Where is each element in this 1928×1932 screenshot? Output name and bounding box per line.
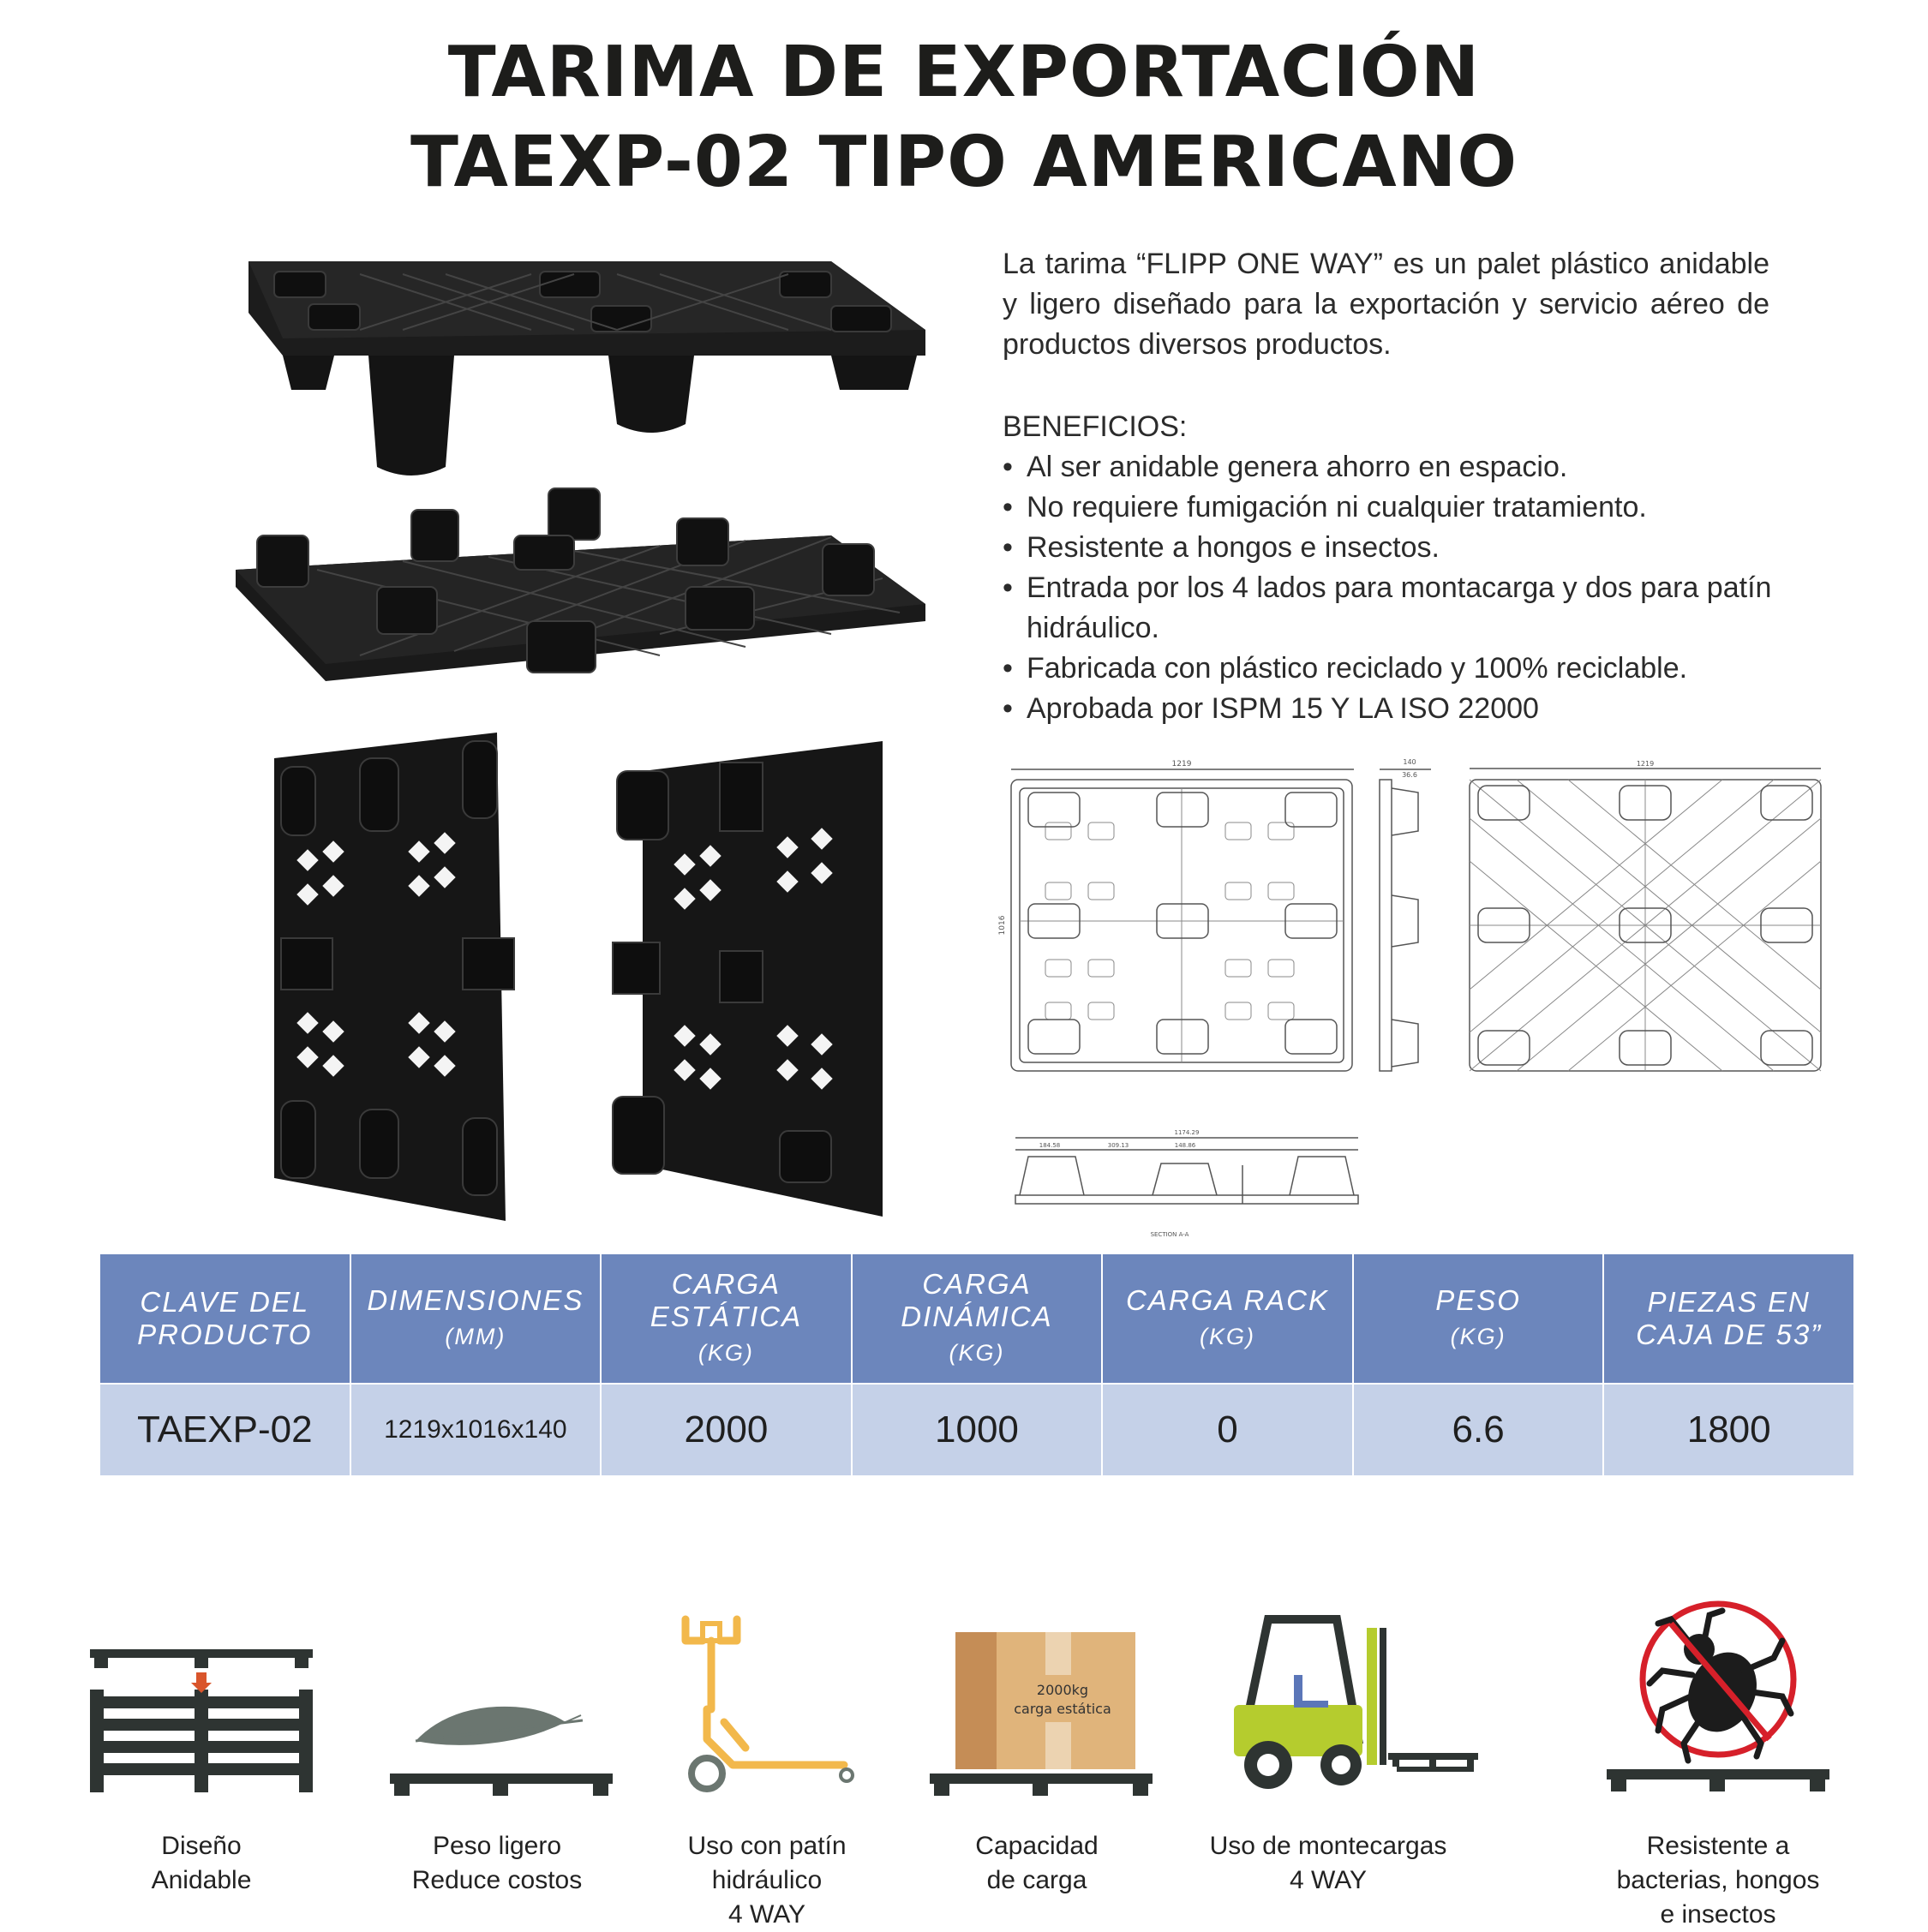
technical-drawing-section: 1174.29 184.58 309.13 148.86 SECTION A-A bbox=[1015, 1129, 1359, 1238]
cell-peso: 6.6 bbox=[1351, 1383, 1605, 1477]
forklift-icon bbox=[1234, 1615, 1478, 1789]
benefit-item: Resistente a hongos e insectos. bbox=[1003, 528, 1791, 568]
header-unit: (MM) bbox=[445, 1324, 506, 1349]
feature-caption-line-1: Diseño bbox=[161, 1832, 242, 1860]
table-header-row: CLAVE DEL PRODUCTO DIMENSIONES (MM) CARGA… bbox=[99, 1253, 1855, 1385]
feature-caption-line-3: e insectos bbox=[1660, 1900, 1776, 1929]
technical-drawing-top: 1219 1016 bbox=[998, 760, 1354, 1072]
dimension-side-label: 36.6 bbox=[1402, 771, 1417, 779]
header-peso: PESO (KG) bbox=[1351, 1253, 1605, 1385]
table-row: TAEXP-02 1219x1016x140 2000 1000 0 6.6 1… bbox=[99, 1383, 1855, 1477]
header-unit: (KG) bbox=[1450, 1324, 1506, 1349]
dimension-width-label-bottom: 1219 bbox=[1637, 760, 1654, 768]
benefit-item: Fabricada con plástico reciclado y 100% … bbox=[1003, 649, 1791, 689]
benefit-item: No requiere fumigación ni cualquier trat… bbox=[1003, 487, 1791, 528]
pallet-jack-icon bbox=[681, 1615, 854, 1792]
header-carga-dinamica: CARGA DINÁMICA (KG) bbox=[850, 1253, 1104, 1385]
header-carga-estatica: CARGA ESTÁTICA (KG) bbox=[600, 1253, 853, 1385]
feature-forklift: Uso de montecargas 4 WAY bbox=[1200, 1594, 1478, 1894]
page-title-line-2: TAEXP-02 TIPO AMERICANO bbox=[410, 122, 1518, 203]
cell-carga-rack: 0 bbox=[1101, 1383, 1354, 1477]
nested-pallets-icon bbox=[90, 1649, 313, 1792]
section-caption: SECTION A-A bbox=[1151, 1231, 1189, 1238]
dimension-width-label: 1219 bbox=[1172, 760, 1192, 769]
box-label-line-1: 2000kg bbox=[1037, 1682, 1088, 1698]
cell-piezas: 1800 bbox=[1602, 1383, 1855, 1477]
feature-caption-line-2: de carga bbox=[986, 1866, 1087, 1894]
header-label: PESO bbox=[1435, 1284, 1521, 1316]
feature-caption-line-1: Uso con patín bbox=[687, 1832, 847, 1860]
header-unit: (KG) bbox=[949, 1340, 1005, 1366]
header-unit: (KG) bbox=[1200, 1324, 1256, 1349]
specs-table: CLAVE DEL PRODUCTO DIMENSIONES (MM) CARGA… bbox=[99, 1253, 1855, 1477]
benefit-item: Al ser anidable genera ahorro en espacio… bbox=[1003, 447, 1791, 487]
cell-carga-dinamica: 1000 bbox=[850, 1383, 1104, 1477]
pallet-photo-side-left bbox=[274, 733, 515, 1221]
feature-caption-line-2: Anidable bbox=[151, 1866, 252, 1894]
technical-drawing-side: 140 36.6 bbox=[1379, 758, 1431, 1072]
header-clave: CLAVE DEL PRODUCTO bbox=[99, 1253, 351, 1385]
dimension-height-label: 140 bbox=[1403, 758, 1416, 766]
feature-caption-line-2: Reduce costos bbox=[411, 1866, 583, 1894]
header-unit: (KG) bbox=[698, 1340, 754, 1366]
cell-clave: TAEXP-02 bbox=[99, 1383, 351, 1477]
benefit-item: Entrada por los 4 lados para montacarga … bbox=[1003, 568, 1791, 649]
technical-drawing-bottom: 1219 bbox=[1469, 760, 1822, 1072]
header-label: CARGA DINÁMICA bbox=[901, 1268, 1053, 1332]
no-insects-icon bbox=[1607, 1600, 1829, 1791]
feature-load-capacity: 2000kg carga estática Capacidad de carga bbox=[908, 1594, 1165, 1894]
cell-dimensiones: 1219x1016x140 bbox=[349, 1383, 602, 1477]
header-dimensiones: DIMENSIONES (MM) bbox=[349, 1253, 602, 1385]
feather-icon bbox=[390, 1706, 613, 1796]
pallet-photo-side-right bbox=[612, 741, 883, 1217]
feature-caption-line-3: 4 WAY bbox=[727, 1900, 805, 1929]
section-a-label: 184.58 bbox=[1039, 1142, 1061, 1149]
header-label: DIMENSIONES bbox=[367, 1284, 584, 1316]
feature-caption-line-2: 4 WAY bbox=[1289, 1866, 1367, 1894]
cell-carga-estatica: 2000 bbox=[600, 1383, 853, 1477]
feature-caption-line-1: Capacidad bbox=[975, 1832, 1099, 1860]
benefits-list: Al ser anidable genera ahorro en espacio… bbox=[1003, 447, 1791, 729]
header-label: CARGA RACK bbox=[1126, 1284, 1330, 1316]
box-load-icon: 2000kg carga estática bbox=[930, 1632, 1153, 1796]
benefits-title: BENEFICIOS: bbox=[1003, 410, 1188, 443]
feature-caption-line-2: hidráulico bbox=[711, 1866, 823, 1894]
box-label-line-2: carga estática bbox=[1014, 1701, 1111, 1717]
feature-nestable: Diseño Anidable bbox=[73, 1594, 330, 1894]
feature-insect-resistant: Resistente a bacterias, hongos e insecto… bbox=[1590, 1594, 1847, 1929]
header-label: CARGA ESTÁTICA bbox=[650, 1268, 803, 1332]
header-carga-rack: CARGA RACK (KG) bbox=[1101, 1253, 1354, 1385]
feature-caption-line-1: Uso de montecargas bbox=[1209, 1832, 1447, 1860]
benefit-item: Aprobada por ISPM 15 Y LA ISO 22000 bbox=[1003, 689, 1791, 729]
feature-light-weight: Peso ligero Reduce costos bbox=[368, 1594, 626, 1894]
header-label: CLAVE DEL PRODUCTO bbox=[137, 1286, 313, 1350]
feature-pallet-jack: Uso con patín hidráulico 4 WAY bbox=[638, 1594, 895, 1929]
header-piezas: PIEZAS EN CAJA DE 53” bbox=[1602, 1253, 1855, 1385]
feature-caption-line-1: Resistente a bbox=[1646, 1832, 1790, 1860]
dimension-depth-label: 1016 bbox=[998, 915, 1007, 935]
pallet-photo-top bbox=[248, 261, 925, 476]
section-total-label: 1174.29 bbox=[1175, 1129, 1200, 1136]
section-c-label: 148.86 bbox=[1175, 1142, 1196, 1149]
feature-caption-line-2: bacterias, hongos bbox=[1616, 1866, 1820, 1894]
section-b-label: 309.13 bbox=[1108, 1142, 1129, 1149]
pallet-photo-bottom bbox=[236, 487, 925, 681]
feature-caption-line-1: Peso ligero bbox=[432, 1832, 562, 1860]
product-description: La tarima “FLIPP ONE WAY” es un palet pl… bbox=[1003, 248, 1769, 361]
page-title-line-1: TARIMA DE EXPORTACIÓN bbox=[447, 32, 1481, 113]
header-label: PIEZAS EN CAJA DE 53” bbox=[1636, 1286, 1823, 1350]
